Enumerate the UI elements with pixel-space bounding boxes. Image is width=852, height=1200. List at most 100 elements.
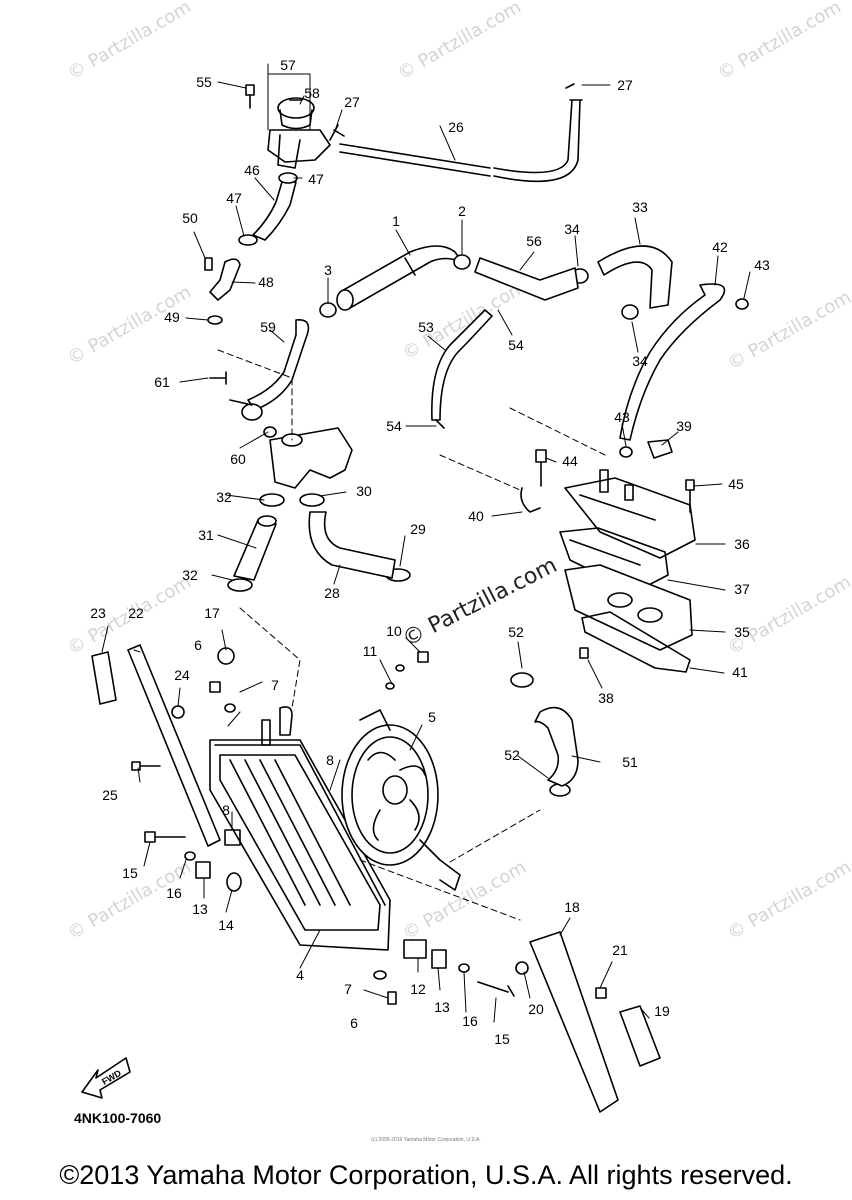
callout-41: 41 bbox=[732, 664, 748, 680]
pump-housing-35 bbox=[564, 564, 693, 651]
small-copyright: (c) 2005-2016 Yamaha Motor Corporation, … bbox=[371, 1137, 481, 1143]
cooling-fan bbox=[341, 709, 461, 891]
callout-32: 32 bbox=[182, 567, 198, 583]
callout-16: 16 bbox=[166, 885, 182, 901]
right-bracket bbox=[529, 931, 661, 1113]
hose-59 bbox=[247, 319, 310, 411]
callout-40: 40 bbox=[468, 508, 484, 524]
bolts-pump bbox=[520, 439, 695, 659]
callout-61: 61 bbox=[154, 374, 170, 390]
callout-39: 39 bbox=[676, 418, 692, 434]
callout-42: 42 bbox=[712, 239, 728, 255]
callout-10: 10 bbox=[386, 623, 402, 639]
left-bracket bbox=[91, 644, 221, 847]
callout-54: 54 bbox=[386, 418, 402, 434]
callout-34: 34 bbox=[632, 353, 648, 369]
fwd-arrow-icon bbox=[81, 1057, 131, 1099]
callout-58: 58 bbox=[304, 85, 320, 101]
callout-14: 14 bbox=[218, 917, 234, 933]
routing-lines bbox=[217, 349, 606, 921]
overflow-hose bbox=[339, 83, 583, 183]
callout-47: 47 bbox=[226, 190, 242, 206]
hose-42 bbox=[619, 283, 749, 441]
callout-48: 48 bbox=[258, 274, 274, 290]
hose-51 bbox=[510, 672, 579, 787]
callout-1: 1 bbox=[392, 213, 400, 229]
callout-52: 52 bbox=[508, 624, 524, 640]
callout-21: 21 bbox=[612, 942, 628, 958]
callout-53: 53 bbox=[418, 319, 434, 335]
callout-59: 59 bbox=[260, 319, 276, 335]
callout-18: 18 bbox=[564, 899, 580, 915]
callout-8: 8 bbox=[326, 752, 334, 768]
callout-50: 50 bbox=[182, 210, 198, 226]
callout-8: 8 bbox=[222, 802, 230, 818]
callout-56: 56 bbox=[526, 233, 542, 249]
callout-49: 49 bbox=[164, 309, 180, 325]
callout-44: 44 bbox=[562, 453, 578, 469]
hose-56 bbox=[474, 257, 579, 301]
callout-55: 55 bbox=[196, 74, 212, 90]
thermostat-housing bbox=[209, 371, 353, 489]
pipe-48 bbox=[204, 257, 241, 325]
callout-15: 15 bbox=[494, 1031, 510, 1047]
callout-28: 28 bbox=[324, 585, 340, 601]
callout-60: 60 bbox=[230, 451, 246, 467]
radiator bbox=[209, 706, 391, 951]
callout-13: 13 bbox=[434, 999, 450, 1015]
callout-7: 7 bbox=[271, 677, 279, 693]
callout-3: 3 bbox=[324, 262, 332, 278]
diagram-code: 4NK100-7060 bbox=[74, 1110, 162, 1126]
callout-25: 25 bbox=[102, 787, 118, 803]
hose-46 bbox=[238, 172, 298, 246]
hose-33 bbox=[597, 245, 673, 309]
callout-11: 11 bbox=[363, 643, 378, 659]
callout-36: 36 bbox=[734, 536, 750, 552]
callout-27: 27 bbox=[344, 94, 360, 110]
callout-31: 31 bbox=[198, 527, 214, 543]
callout-30: 30 bbox=[356, 483, 372, 499]
callout-12: 12 bbox=[410, 981, 426, 997]
callout-2: 2 bbox=[458, 203, 466, 219]
callout-33: 33 bbox=[632, 199, 648, 215]
callout-52: 52 bbox=[504, 747, 520, 763]
callout-38: 38 bbox=[598, 690, 614, 706]
callout-47: 47 bbox=[308, 171, 324, 187]
gasket-41 bbox=[581, 611, 691, 673]
callout-51: 51 bbox=[622, 754, 638, 770]
gasket-37 bbox=[559, 527, 669, 593]
callout-6: 6 bbox=[194, 637, 202, 653]
callout-43: 43 bbox=[754, 257, 770, 273]
callout-7: 7 bbox=[344, 981, 352, 997]
hose-28 bbox=[308, 511, 396, 579]
callout-22: 22 bbox=[128, 605, 144, 621]
callout-34: 34 bbox=[564, 221, 580, 237]
callout-45: 45 bbox=[728, 476, 744, 492]
callout-29: 29 bbox=[410, 521, 426, 537]
water-pump-cover bbox=[564, 469, 696, 559]
callout-26: 26 bbox=[448, 119, 464, 135]
callout-24: 24 bbox=[174, 667, 190, 683]
callout-4: 4 bbox=[296, 967, 304, 983]
callout-27: 27 bbox=[617, 77, 633, 93]
callout-54: 54 bbox=[508, 337, 524, 353]
callout-6: 6 bbox=[350, 1015, 358, 1031]
copyright-footer: ©2013 Yamaha Motor Corporation, U.S.A. A… bbox=[59, 1160, 793, 1190]
callout-23: 23 bbox=[90, 605, 106, 621]
hose-53 bbox=[431, 309, 493, 429]
callout-17: 17 bbox=[204, 605, 220, 621]
callout-19: 19 bbox=[654, 1003, 670, 1019]
callout-37: 37 bbox=[734, 581, 750, 597]
fasteners bbox=[131, 647, 607, 1005]
callout-16: 16 bbox=[462, 1013, 478, 1029]
filler-neck-assembly bbox=[245, 84, 345, 169]
callout-13: 13 bbox=[192, 901, 208, 917]
callout-5: 5 bbox=[428, 709, 436, 725]
callout-35: 35 bbox=[734, 624, 750, 640]
callout-32: 32 bbox=[216, 489, 232, 505]
callout-57: 57 bbox=[280, 57, 296, 73]
callout-46: 46 bbox=[244, 162, 260, 178]
callout-43: 43 bbox=[614, 409, 630, 425]
hose-1 bbox=[336, 245, 463, 311]
